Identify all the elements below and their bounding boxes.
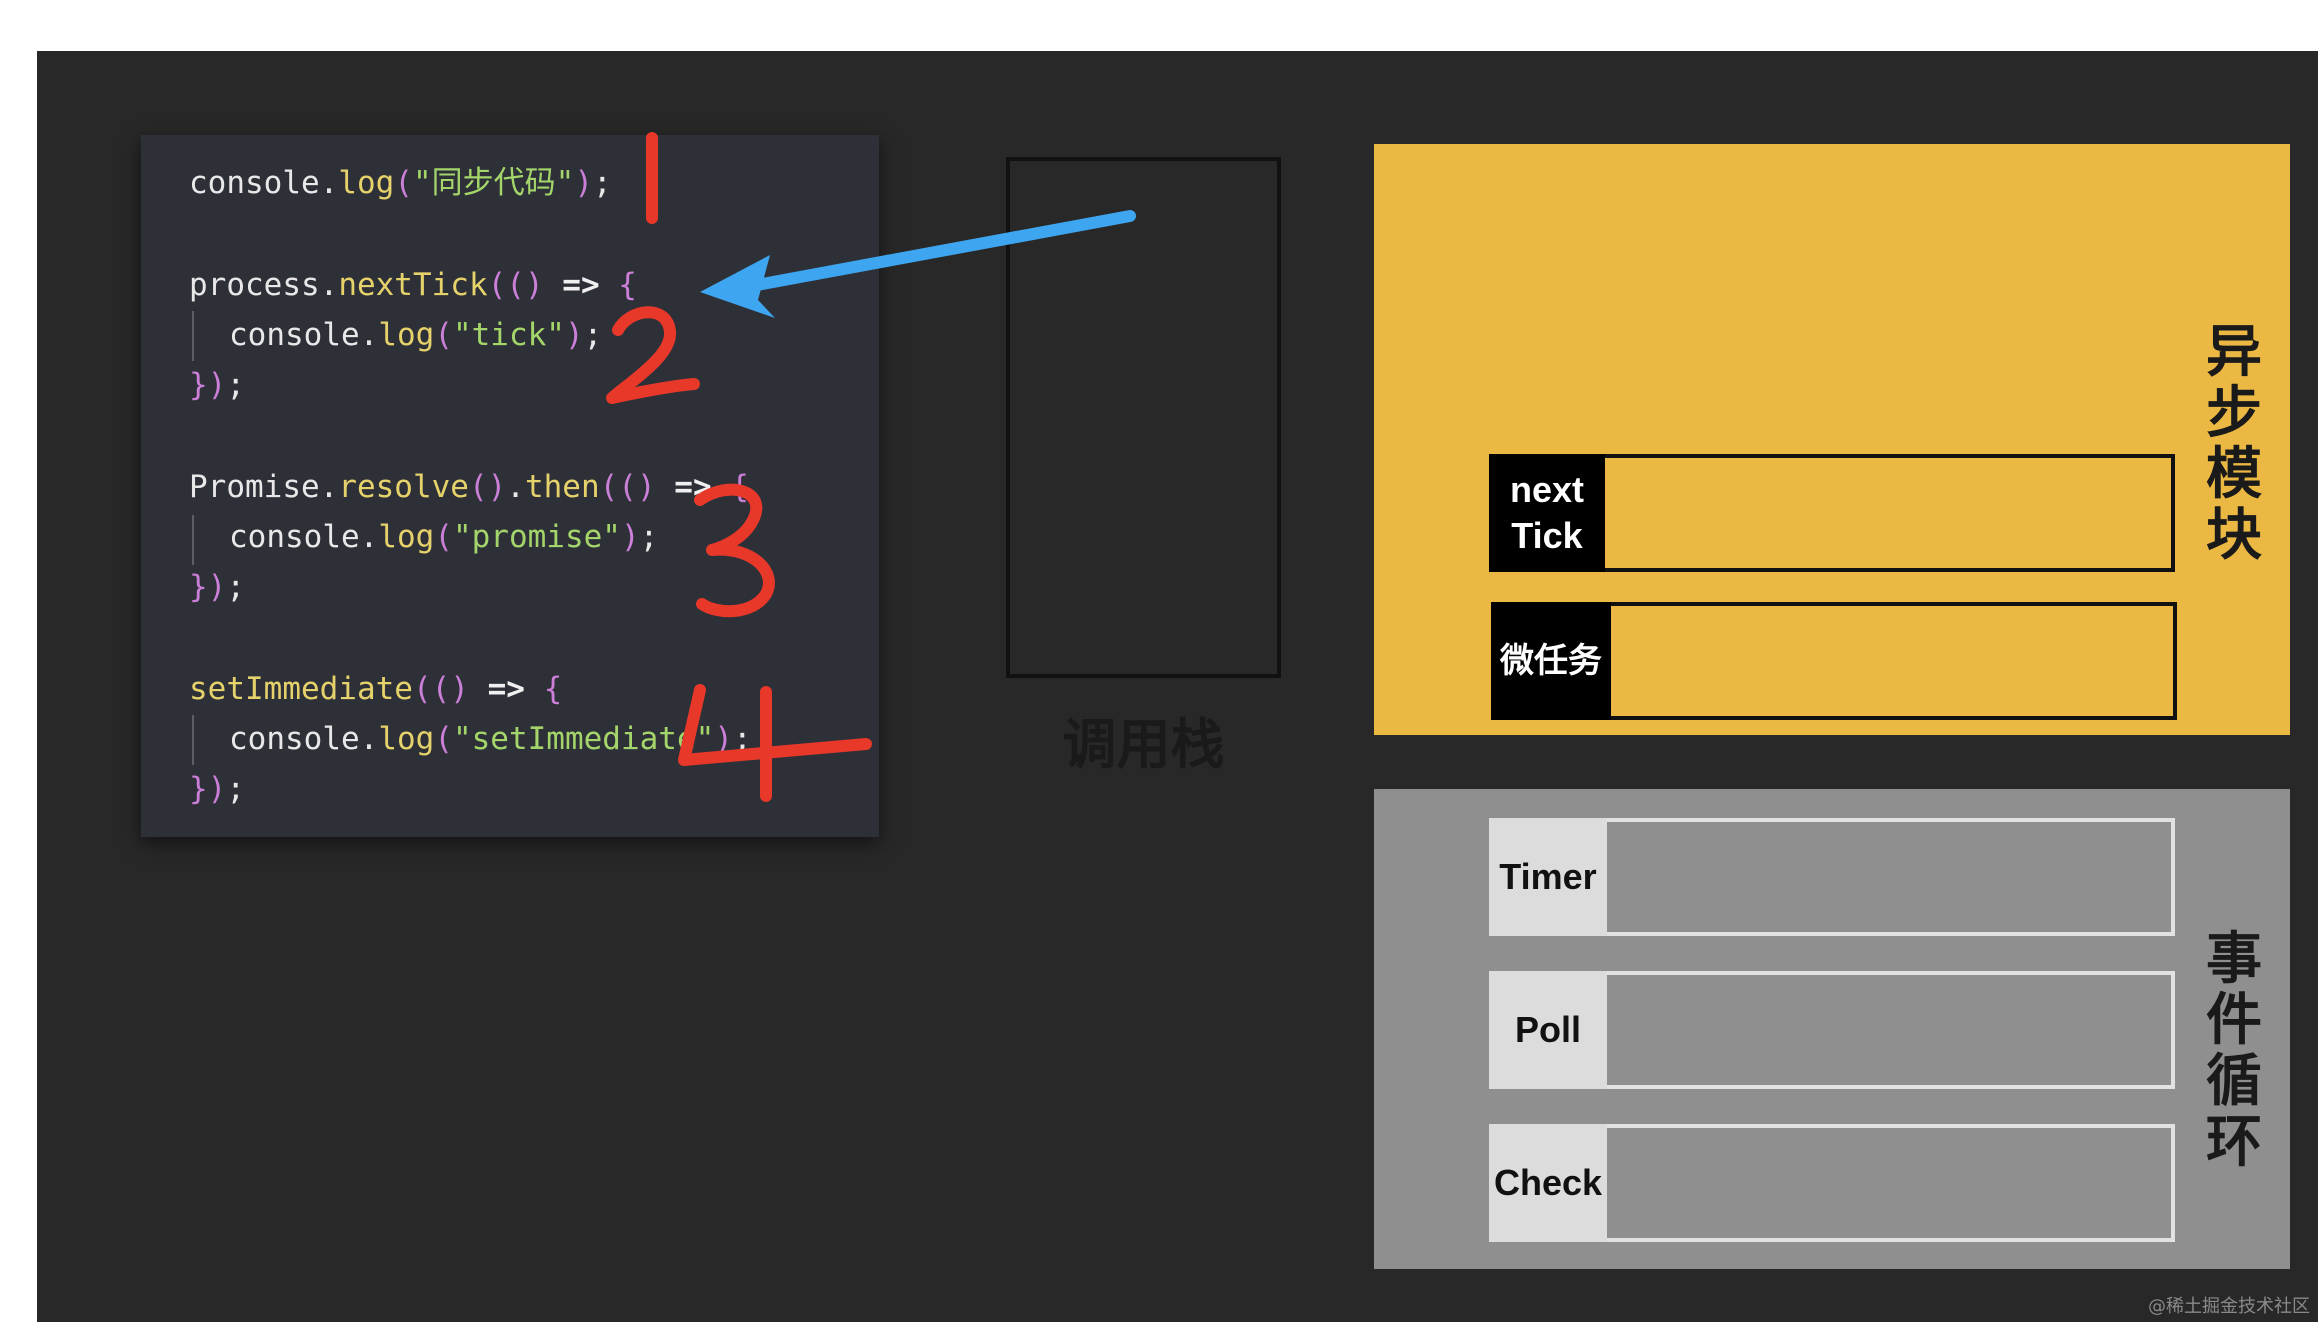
timer-phase: Timer (1489, 818, 2175, 936)
poll-phase: Poll (1489, 971, 2175, 1089)
poll-phase-label: Poll (1489, 971, 1607, 1089)
code-line-10: }); (189, 771, 245, 807)
indent-guide (192, 715, 194, 765)
check-phase: Check (1489, 1124, 2175, 1242)
code-line-8: setImmediate(() => { (189, 671, 563, 707)
poll-phase-slot (1607, 971, 2175, 1089)
blue-arrow-head (700, 255, 775, 318)
async-module-title: 异步模块 (2206, 320, 2262, 568)
event-loop-panel: Timer Poll Check 事件循环 (1374, 789, 2290, 1269)
check-phase-slot (1607, 1124, 2175, 1242)
blue-arrow-shaft (724, 210, 1136, 296)
call-stack-box (1006, 157, 1281, 678)
microtask-queue-label: 微任务 (1491, 602, 1611, 720)
indent-guide (192, 311, 194, 361)
code-line-2: process.nextTick(() => { (189, 267, 637, 303)
code-panel: console.log("同步代码"); process.nextTick(()… (141, 135, 879, 837)
handwritten-number-2 (606, 306, 700, 404)
event-loop-title: 事件循环 (2206, 927, 2262, 1175)
handwritten-number-4 (678, 684, 872, 766)
code-line-9: console.log("setImmediate"); (229, 721, 752, 757)
code-line-6: console.log("promise"); (229, 519, 659, 555)
code-line-1: console.log("同步代码"); (189, 165, 612, 201)
next-tick-queue-slot (1605, 454, 2175, 572)
handwritten-number-3 (694, 483, 775, 618)
call-stack-label: 调用栈 (1062, 713, 1225, 776)
check-phase-label: Check (1489, 1124, 1607, 1242)
code-line-7: }); (189, 569, 245, 605)
code-line-3: console.log("tick"); (229, 317, 603, 353)
timer-phase-label: Timer (1489, 818, 1607, 936)
code-line-4: }); (189, 367, 245, 403)
code-line-5: Promise.resolve().then(() => { (189, 469, 749, 505)
indent-guide (192, 515, 194, 565)
watermark: @稀土掘金技术社区 (2148, 1296, 2310, 1317)
microtask-queue-slot (1611, 602, 2177, 720)
microtask-queue: 微任务 (1491, 602, 2177, 720)
timer-phase-slot (1607, 818, 2175, 936)
